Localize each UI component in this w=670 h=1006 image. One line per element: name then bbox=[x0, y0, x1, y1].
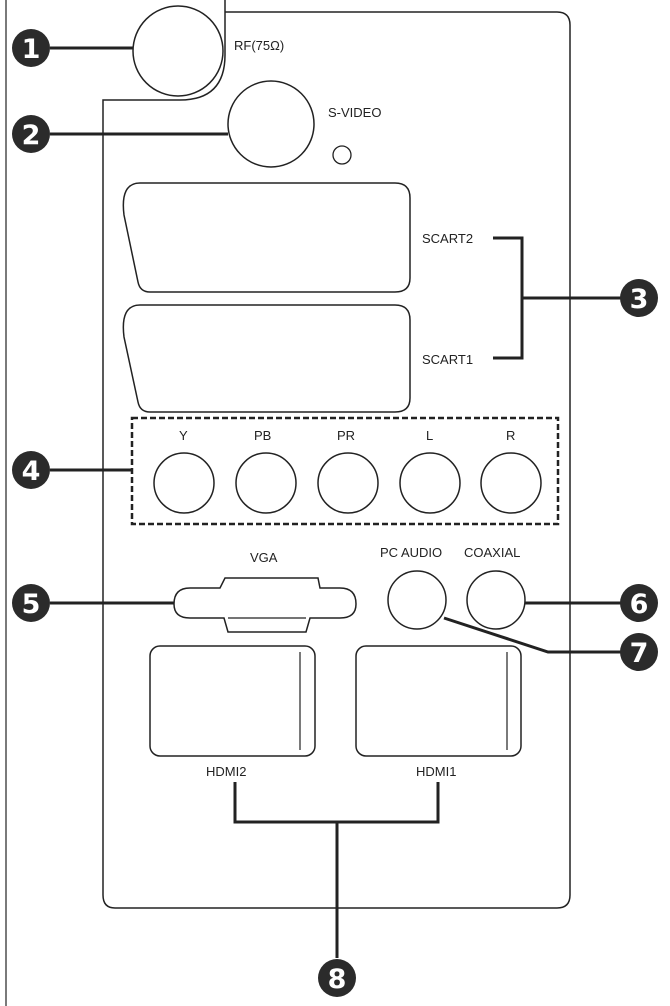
pc-audio-label: PC AUDIO bbox=[380, 545, 442, 560]
component-label-pr: PR bbox=[337, 428, 355, 443]
callout-7: 7 bbox=[620, 633, 658, 671]
hdmi2-label: HDMI2 bbox=[206, 764, 246, 779]
callout-6: 6 bbox=[620, 584, 658, 622]
component-label-y: Y bbox=[179, 428, 188, 443]
callout-3-number: 3 bbox=[630, 284, 649, 315]
callout-6-number: 6 bbox=[630, 589, 649, 620]
vga-label: VGA bbox=[250, 550, 278, 565]
scart1-label: SCART1 bbox=[422, 352, 473, 367]
hdmi2-connector bbox=[149, 645, 316, 757]
svideo-connector bbox=[227, 80, 315, 168]
rf-label: RF(75Ω) bbox=[234, 38, 284, 53]
callout-3: 3 bbox=[620, 279, 658, 317]
scart2-label: SCART2 bbox=[422, 231, 473, 246]
coaxial-label: COAXIAL bbox=[464, 545, 520, 560]
svideo-label: S-VIDEO bbox=[328, 105, 381, 120]
svideo-indicator bbox=[332, 145, 352, 165]
vga-connector bbox=[173, 577, 357, 633]
callout-5-number: 5 bbox=[22, 589, 41, 620]
hdmi1-connector bbox=[355, 645, 522, 757]
component-label-l: L bbox=[426, 428, 433, 443]
callout-8-number: 8 bbox=[328, 964, 347, 995]
callout-4: 4 bbox=[12, 451, 50, 489]
callout-1-number: 1 bbox=[22, 34, 41, 65]
jack-pb bbox=[235, 452, 297, 514]
scart2-connector bbox=[122, 182, 411, 293]
callout-4-number: 4 bbox=[22, 456, 41, 487]
scart1-connector bbox=[122, 304, 411, 413]
jack-pr bbox=[317, 452, 379, 514]
coaxial-jack bbox=[466, 570, 526, 630]
scart-bracket bbox=[493, 236, 622, 360]
callout-1: 1 bbox=[12, 29, 50, 67]
callout-8: 8 bbox=[318, 959, 356, 997]
callout-7-number: 7 bbox=[630, 638, 649, 669]
leader-7 bbox=[443, 616, 622, 654]
jack-y bbox=[153, 452, 215, 514]
pc-audio-jack bbox=[387, 570, 447, 630]
callout-5: 5 bbox=[12, 584, 50, 622]
hdmi1-label: HDMI1 bbox=[416, 764, 456, 779]
jack-l bbox=[399, 452, 461, 514]
component-label-pb: PB bbox=[254, 428, 271, 443]
callout-2-number: 2 bbox=[22, 120, 41, 151]
panel-outline bbox=[102, 0, 571, 909]
callout-2: 2 bbox=[12, 115, 50, 153]
hdmi-bracket bbox=[233, 782, 440, 958]
component-label-r: R bbox=[506, 428, 515, 443]
rf-connector bbox=[132, 5, 224, 97]
jack-r bbox=[480, 452, 542, 514]
